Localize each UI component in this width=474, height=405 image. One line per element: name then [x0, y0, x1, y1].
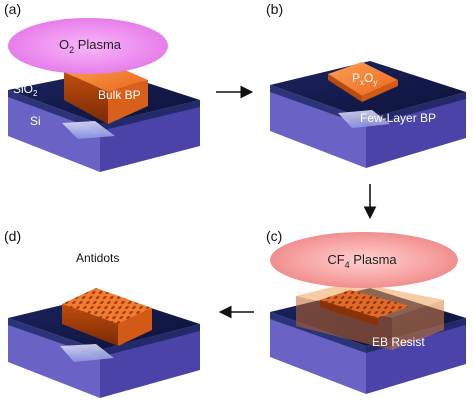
si-label: Si — [30, 114, 41, 128]
patterned-flake-c — [320, 290, 410, 326]
bulk-bp-label: Bulk BP — [98, 88, 141, 102]
pxoy-label: PxOy — [352, 71, 377, 87]
panel-a: (a) O2 Plasma Bulk BP SiO2 Si — [4, 1, 200, 172]
oxide-layer-flake — [328, 62, 398, 102]
panel-d-tag: (d) — [4, 228, 21, 244]
few-layer-bp-label: Few-Layer BP — [360, 111, 436, 125]
sio2-label: SiO2 — [13, 82, 38, 98]
panel-d: (d) Antidots — [4, 228, 200, 398]
panel-c: (c) CF4 Plasma EB Resist — [266, 228, 466, 394]
eb-resist-label: EB Resist — [372, 335, 425, 349]
panel-b-tag: (b) — [266, 1, 283, 17]
cf4-plasma-cloud — [270, 232, 458, 288]
substrate-a-reflection — [62, 121, 115, 139]
panel-b: (b) PxOy Few-Layer BP — [266, 1, 466, 168]
o2-plasma-label: O2 Plasma — [59, 37, 122, 55]
antidot-flake — [62, 288, 152, 346]
panel-c-tag: (c) — [266, 228, 282, 244]
substrate-a — [8, 70, 200, 172]
panel-a-tag: (a) — [4, 1, 21, 17]
antidots-title: Antidots — [76, 251, 119, 265]
o2-plasma-cloud — [8, 18, 168, 74]
substrate-a-left-face — [8, 90, 100, 172]
cf4-plasma-label: CF4 Plasma — [327, 252, 397, 270]
